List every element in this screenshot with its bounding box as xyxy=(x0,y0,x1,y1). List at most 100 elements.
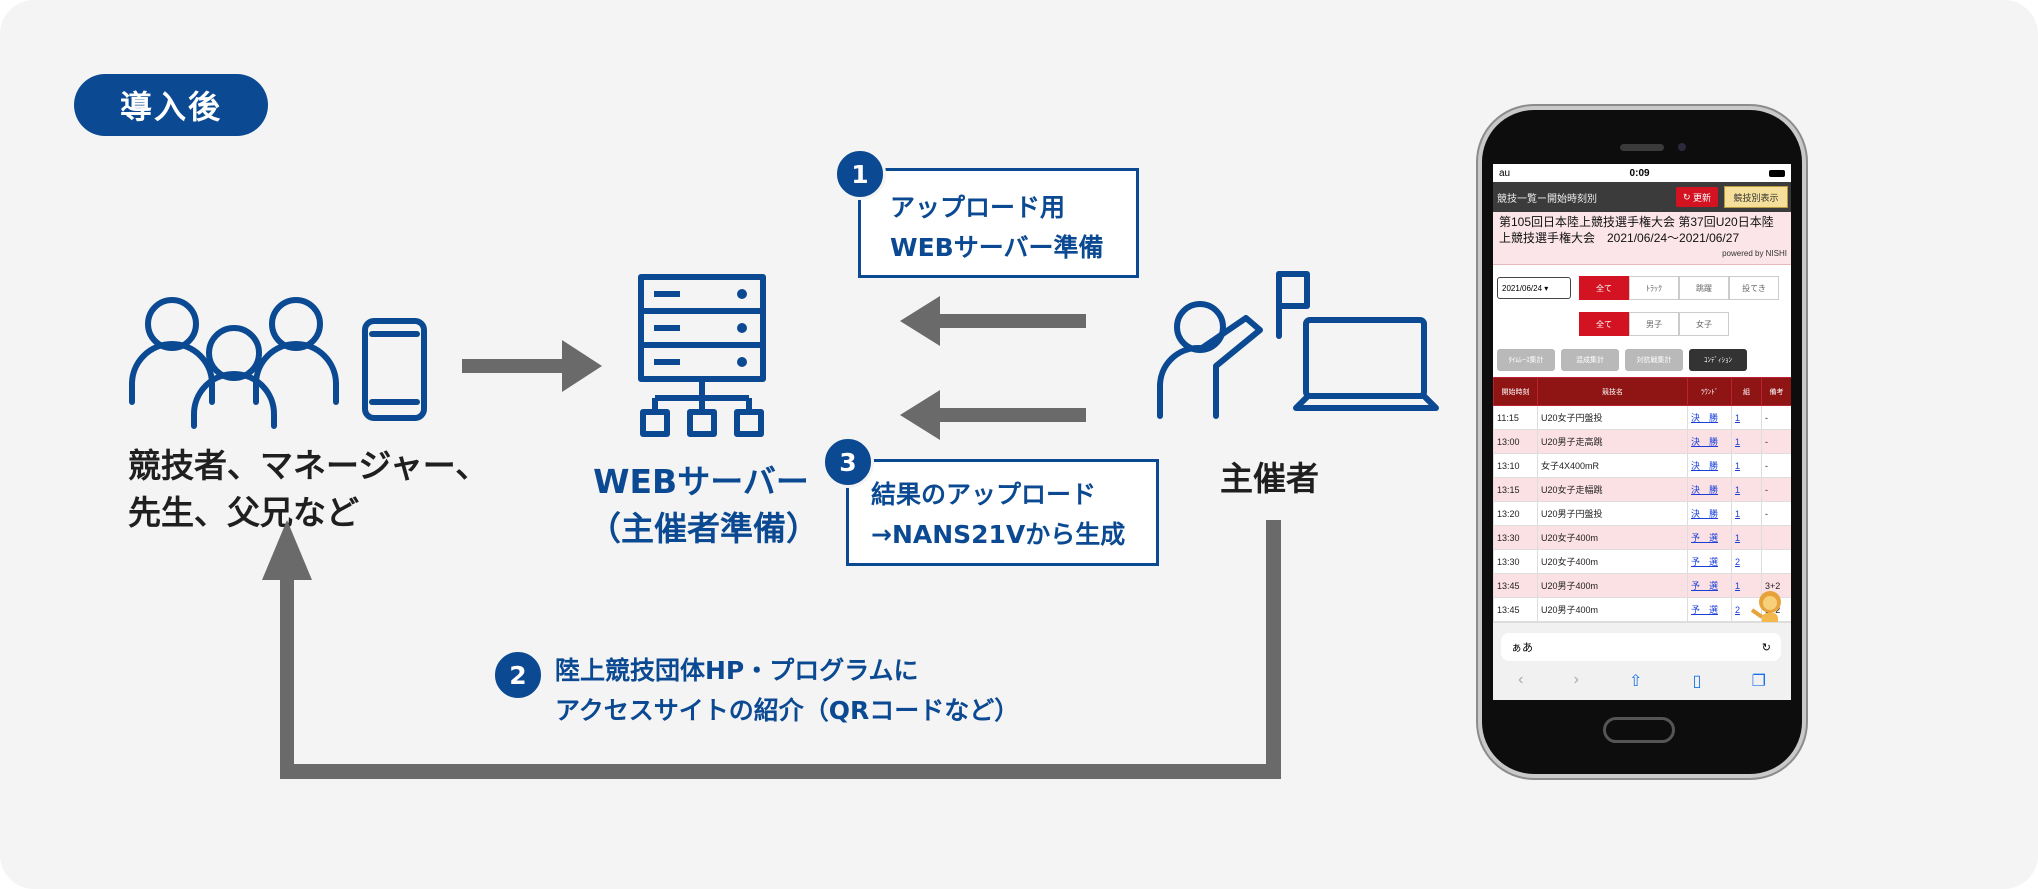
browser-bar: ぁあ ↻ ‹ › ⇧ ▯ ❐ xyxy=(1493,622,1791,700)
organizer-with-laptop-icon xyxy=(1157,271,1439,419)
row-group[interactable]: 2 xyxy=(1731,549,1762,574)
after-introduction-badge: 導入後 xyxy=(74,74,268,136)
header-group: 組 xyxy=(1731,377,1762,406)
step-2-text: 陸上競技団体HP・プログラムに アクセスサイトの紹介（QRコードなど） xyxy=(555,656,1020,725)
row-round[interactable]: 決 勝 xyxy=(1687,477,1732,502)
row-group[interactable]: 1 xyxy=(1731,573,1762,598)
people-with-phone-icon xyxy=(129,297,427,429)
row-round[interactable]: 決 勝 xyxy=(1687,501,1732,526)
phone-screen: au 0:09 競技一覧ー開始時刻別 ↻ 更新 競技別表示 第105回日本陸上競… xyxy=(1493,164,1791,700)
row-group[interactable]: 2 xyxy=(1731,597,1762,622)
row-note: - xyxy=(1761,429,1791,454)
bookmarks-icon[interactable]: ▯ xyxy=(1692,673,1702,690)
row-note: - xyxy=(1761,477,1791,502)
row-note: - xyxy=(1761,453,1791,478)
tabs-icon[interactable]: ❐ xyxy=(1751,673,1766,690)
row-time: 13:15 xyxy=(1493,477,1538,502)
phone-camera xyxy=(1678,143,1686,151)
step-1-box: アップロード用 WEBサーバー準備 xyxy=(858,168,1139,278)
summary-buttons: ﾀｲﾑﾚｰｽ集計 混成集計 対抗戦集計 ｺﾝﾃﾞｨｼｮﾝ xyxy=(1497,349,1747,371)
team-summary-button[interactable]: 対抗戦集計 xyxy=(1625,349,1683,371)
refresh-label: 更新 xyxy=(1693,192,1712,203)
app-topbar: 競技一覧ー開始時刻別 ↻ 更新 競技別表示 xyxy=(1493,182,1791,212)
row-group[interactable]: 1 xyxy=(1731,477,1762,502)
row-round[interactable]: 予 選 xyxy=(1687,549,1732,574)
phone-speaker xyxy=(1620,144,1664,151)
header-round: ﾗｳﾝﾄﾞ xyxy=(1687,377,1732,406)
share-icon[interactable]: ⇧ xyxy=(1629,673,1643,690)
filter-controls: 2021/06/24 ▾ 全て ﾄﾗｯｸ 跳躍 投てき 全て 男子 女子 ﾀｲﾑ… xyxy=(1493,265,1791,377)
row-note: - xyxy=(1761,405,1791,430)
filter-jumps[interactable]: 跳躍 xyxy=(1679,276,1729,300)
row-group[interactable]: 1 xyxy=(1731,525,1762,550)
organizer-to-server-arrow-1 xyxy=(900,296,1086,346)
row-round[interactable]: 決 勝 xyxy=(1687,429,1732,454)
organizer-label: 主催者 xyxy=(1220,459,1319,498)
row-round[interactable]: 予 選 xyxy=(1687,573,1732,598)
home-button[interactable] xyxy=(1603,717,1675,743)
row-time: 13:10 xyxy=(1493,453,1538,478)
page-title: 競技一覧ー開始時刻別 xyxy=(1497,193,1597,205)
row-time: 13:30 xyxy=(1493,549,1538,574)
address-field[interactable]: ぁあ ↻ xyxy=(1501,633,1781,661)
reload-icon[interactable]: ↻ xyxy=(1761,641,1771,654)
row-event: U20男子走高跳 xyxy=(1537,429,1688,454)
row-note: - xyxy=(1761,501,1791,526)
gender-male[interactable]: 男子 xyxy=(1629,312,1679,336)
gender-all[interactable]: 全て xyxy=(1579,312,1629,336)
gender-female[interactable]: 女子 xyxy=(1679,312,1729,336)
browser-nav: ‹ › ⇧ ▯ ❐ xyxy=(1493,671,1791,691)
participants-to-server-arrow xyxy=(462,340,602,392)
text-size-button[interactable]: ぁあ xyxy=(1511,642,1533,654)
row-round[interactable]: 決 勝 xyxy=(1687,405,1732,430)
row-time: 13:20 xyxy=(1493,501,1538,526)
header-note: 備考 xyxy=(1761,377,1791,406)
row-event: U20男子400m xyxy=(1537,573,1688,598)
row-event: U20女子円盤投 xyxy=(1537,405,1688,430)
time-race-summary-button[interactable]: ﾀｲﾑﾚｰｽ集計 xyxy=(1497,349,1555,371)
row-event: 女子4X400mR xyxy=(1537,453,1688,478)
date-select[interactable]: 2021/06/24 ▾ xyxy=(1497,277,1571,299)
row-group[interactable]: 1 xyxy=(1731,453,1762,478)
forward-icon[interactable]: › xyxy=(1573,671,1579,688)
row-event: U20男子400m xyxy=(1537,597,1688,622)
carrier: au xyxy=(1499,167,1511,179)
row-round[interactable]: 決 勝 xyxy=(1687,453,1732,478)
row-round[interactable]: 予 選 xyxy=(1687,525,1732,550)
row-time: 13:00 xyxy=(1493,429,1538,454)
row-time: 11:15 xyxy=(1493,405,1538,430)
event-view-button[interactable]: 競技別表示 xyxy=(1724,186,1788,208)
row-time: 13:45 xyxy=(1493,597,1538,622)
back-icon[interactable]: ‹ xyxy=(1518,671,1524,688)
row-group[interactable]: 1 xyxy=(1731,429,1762,454)
filter-throws[interactable]: 投てき xyxy=(1729,276,1779,300)
smartphone-mockup: au 0:09 競技一覧ー開始時刻別 ↻ 更新 競技別表示 第105回日本陸上競… xyxy=(1482,110,1802,774)
gender-filter: 全て 男子 女子 xyxy=(1579,312,1729,336)
row-group[interactable]: 1 xyxy=(1731,405,1762,430)
refresh-button[interactable]: ↻ 更新 xyxy=(1676,187,1718,207)
meet-title: 第105回日本陸上競技選手権大会 第37回U20日本陸 上競技選手権大会 202… xyxy=(1493,212,1791,265)
organizer-to-server-arrow-3 xyxy=(900,390,1086,440)
combined-summary-button[interactable]: 混成集計 xyxy=(1561,349,1619,371)
step-2-number: 2 xyxy=(492,649,544,701)
row-group[interactable]: 1 xyxy=(1731,501,1762,526)
step-1-number: 1 xyxy=(834,148,886,200)
row-note xyxy=(1761,525,1791,550)
step-3-box: 結果のアップロード →NANS21Vから生成 xyxy=(846,459,1159,566)
row-time: 13:45 xyxy=(1493,573,1538,598)
header-start-time: 開始時刻 xyxy=(1493,377,1538,406)
clock: 0:09 xyxy=(1629,167,1650,179)
row-event: U20女子400m xyxy=(1537,525,1688,550)
row-event: U20男子円盤投 xyxy=(1537,501,1688,526)
filter-all[interactable]: 全て xyxy=(1579,276,1629,300)
filter-track[interactable]: ﾄﾗｯｸ xyxy=(1629,276,1679,300)
row-round[interactable]: 予 選 xyxy=(1687,597,1732,622)
condition-button[interactable]: ｺﾝﾃﾞｨｼｮﾝ xyxy=(1689,349,1747,371)
web-server-icon xyxy=(638,274,766,437)
